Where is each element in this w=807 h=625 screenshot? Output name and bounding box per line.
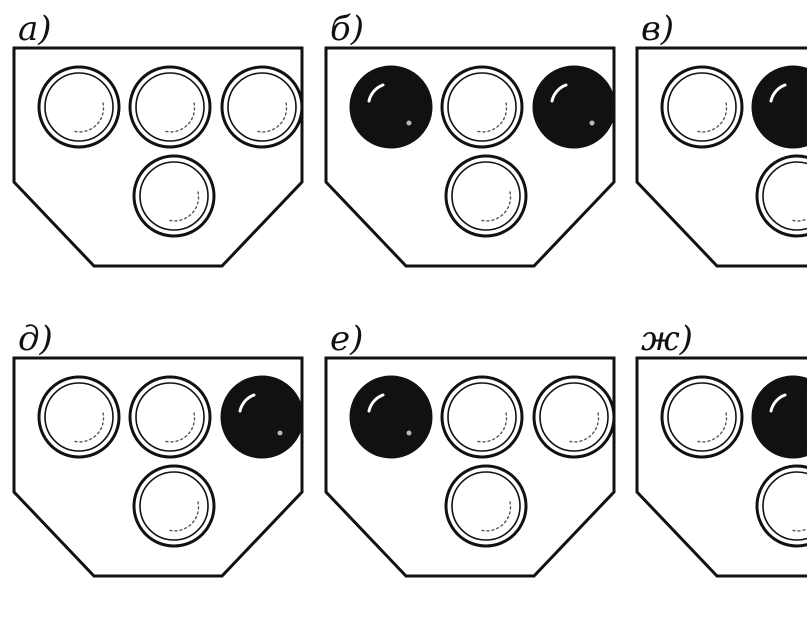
lamp-unlit-icon	[444, 154, 528, 238]
lamp-lit-icon	[349, 65, 433, 149]
lamp-unlit-icon	[532, 375, 616, 459]
lamp-unlit-icon	[755, 464, 807, 548]
lamp-unlit-icon	[440, 375, 524, 459]
signal-panel-1: а)	[12, 9, 304, 268]
lamp-unlit-icon	[128, 375, 212, 459]
lamp-unlit-icon	[660, 375, 744, 459]
lamp-lit-icon	[349, 375, 433, 459]
lamp-unlit-icon	[660, 65, 744, 149]
signal-panel-6: ж)	[635, 319, 807, 578]
lamp-lit-icon	[532, 65, 616, 149]
signal-panel-5: е)	[324, 319, 616, 578]
panel-label: е)	[330, 319, 363, 359]
lamp-unlit-icon	[755, 154, 807, 238]
lamp-unlit-icon	[444, 464, 528, 548]
panel-label: б)	[330, 9, 364, 49]
lamp-unlit-icon	[132, 154, 216, 238]
signal-panel-3: в)	[635, 9, 807, 268]
panel-label: а)	[18, 9, 52, 49]
lamp-unlit-icon	[37, 375, 121, 459]
panel-label: в)	[641, 9, 674, 49]
signal-panel-2: б)	[324, 9, 616, 268]
lamp-unlit-icon	[132, 464, 216, 548]
lamp-unlit-icon	[220, 65, 304, 149]
lamp-unlit-icon	[128, 65, 212, 149]
signal-panel-4: д)	[12, 319, 304, 578]
panel-label: ж)	[641, 319, 693, 359]
lamp-lit-icon	[751, 375, 807, 459]
lamp-lit-icon	[751, 65, 807, 149]
lamp-unlit-icon	[37, 65, 121, 149]
lamp-unlit-icon	[440, 65, 524, 149]
panel-label: д)	[18, 319, 53, 359]
lamp-lit-icon	[220, 375, 304, 459]
